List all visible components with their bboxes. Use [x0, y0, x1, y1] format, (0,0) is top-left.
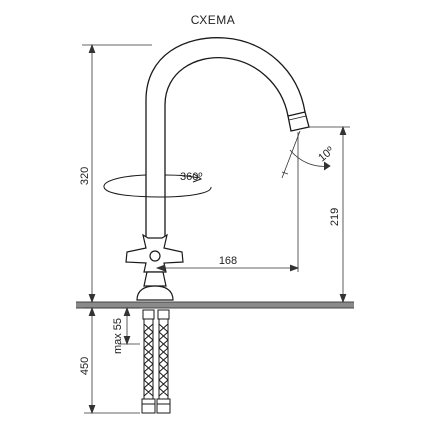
- aerator: [287, 111, 310, 132]
- dimension-angle-label: 10º: [316, 145, 336, 165]
- diagram-title: СХЕМА: [191, 13, 236, 27]
- faucet-spout: [145, 37, 306, 260]
- dimension-max55-label: max 55: [112, 318, 124, 354]
- flexible-hoses: [141, 309, 171, 414]
- dimension-219-label: 219: [329, 208, 341, 226]
- rotation-label: 360º: [180, 171, 202, 183]
- dimension-168-label: 168: [219, 255, 237, 267]
- dimension-angle: [281, 130, 331, 179]
- dimension-spout-height: [308, 125, 350, 304]
- dimension-max-thickness: [120, 306, 140, 346]
- dimension-reach: [155, 132, 300, 272]
- dimension-450-label: 450: [79, 357, 91, 375]
- dimension-total-height: [82, 43, 152, 304]
- worktop: [76, 301, 354, 309]
- rotation-indicator: [103, 173, 212, 198]
- faucet-base: [136, 271, 174, 301]
- cross-handle: [125, 233, 184, 273]
- dimension-320-label: 320: [79, 167, 91, 185]
